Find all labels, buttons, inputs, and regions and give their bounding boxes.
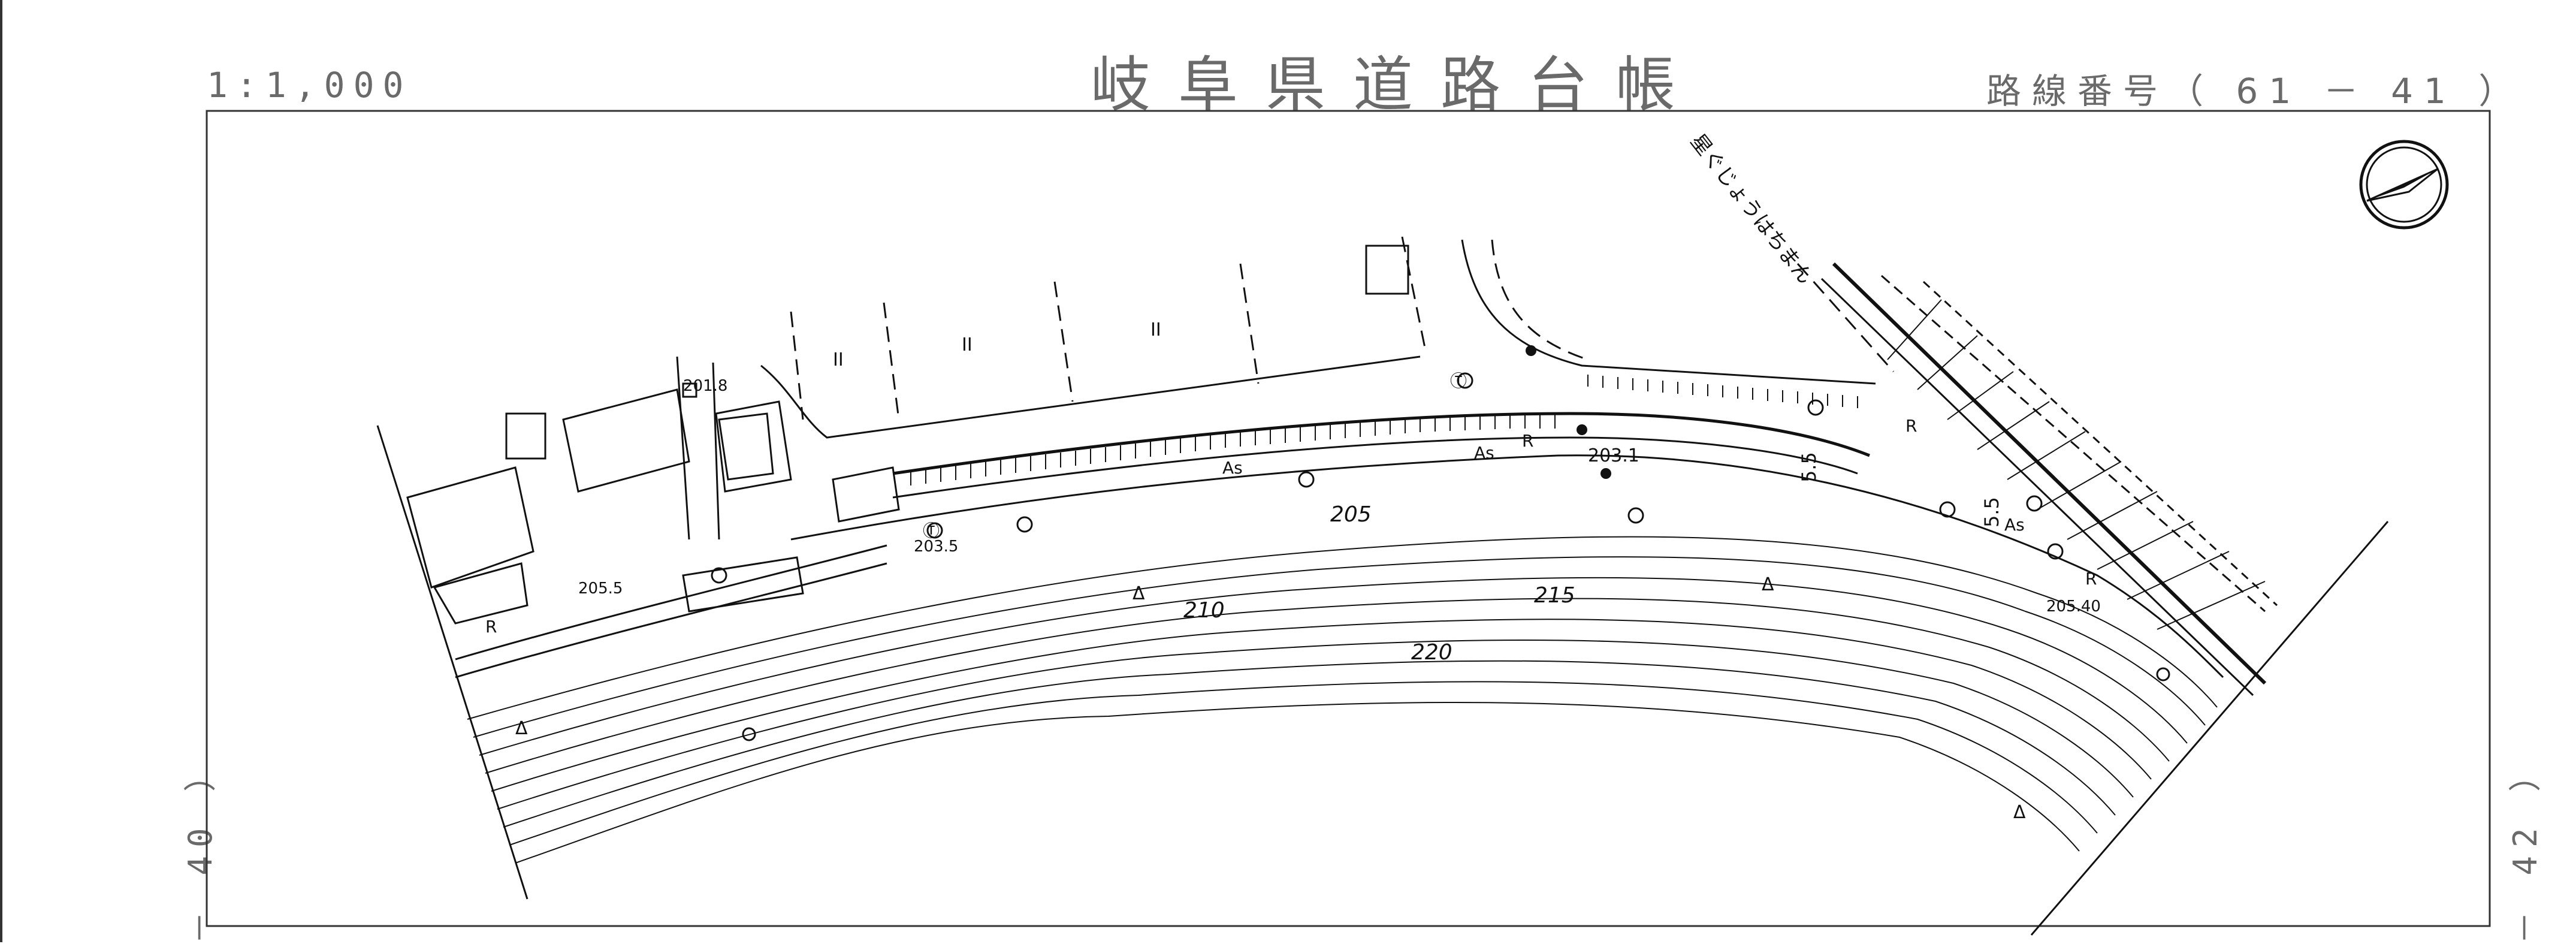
place-label: 星ぐじょうはちまん xyxy=(1686,129,1817,289)
width-label: 5.5 xyxy=(1980,497,2003,527)
land-use-symbol: II xyxy=(1150,319,1161,340)
map-symbols xyxy=(711,372,2170,741)
embankment xyxy=(1820,262,2278,696)
contour-label-210: 210 xyxy=(1183,598,1225,623)
land-use-symbol: II xyxy=(962,334,973,355)
triangle-symbol: Δ xyxy=(515,718,528,739)
contour-label-220: 220 xyxy=(1411,640,1452,665)
triangle-symbol: Δ xyxy=(1133,583,1145,604)
side-roads xyxy=(676,239,1876,540)
triangle-symbol: Δ xyxy=(1762,574,1774,595)
road-code-label: R xyxy=(1522,431,1533,451)
triangle-symbol: Δ xyxy=(2013,802,2026,823)
elevation-label: 203.5 xyxy=(914,538,958,556)
route-number: 路線番号（ 61 － 41 ） xyxy=(1986,71,2524,111)
main-road xyxy=(455,412,2224,678)
map-title: 岐阜県道路台帳 xyxy=(1091,50,1703,120)
pole-symbol: Ⓣ xyxy=(1450,371,1467,391)
road-code-label: As xyxy=(1474,443,1494,463)
survey-boundaries xyxy=(376,425,2389,936)
road-code-label: As xyxy=(2004,515,2025,535)
buildings xyxy=(406,245,1409,625)
contour-label-215: 215 xyxy=(1534,583,1575,608)
elevation-label: 201.8 xyxy=(683,377,727,395)
elevation-label: 203.1 xyxy=(1588,445,1639,466)
road-code-label: R xyxy=(2085,569,2097,589)
contour-label-205: 205 xyxy=(1330,502,1372,527)
survey-points xyxy=(1526,345,1611,479)
map-scale: 1:1,000 xyxy=(207,65,412,105)
land-use-symbol: II xyxy=(833,349,844,370)
contour-lines xyxy=(467,536,2218,864)
elevation-label: 205.40 xyxy=(2046,598,2101,616)
width-label: 5.5 xyxy=(1798,452,1820,482)
road-code-label: As xyxy=(1222,458,1243,478)
elevation-label: 205.5 xyxy=(578,580,623,598)
parcel-lines xyxy=(790,236,1895,420)
pole-symbol: Ⓣ xyxy=(923,521,940,541)
road-hatching xyxy=(910,375,1858,485)
north-arrow-icon xyxy=(2359,140,2449,230)
road-code-label: R xyxy=(485,617,497,637)
road-code-label: R xyxy=(1905,416,1917,436)
